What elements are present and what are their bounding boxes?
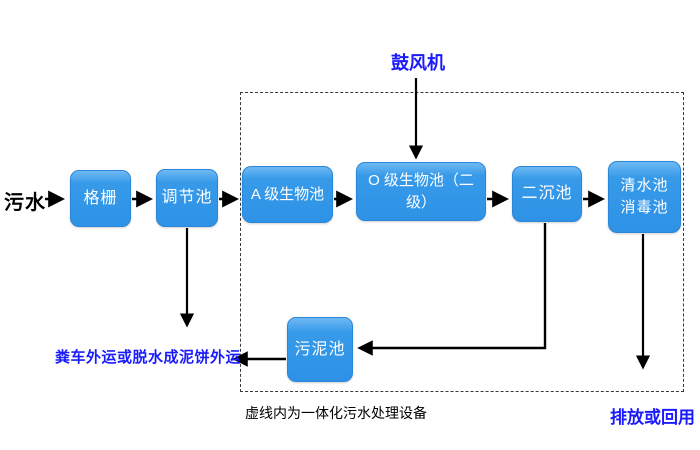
node-secondary-sedimentation-tank: 二沉池 xyxy=(512,166,582,222)
sludge-outhaul-label: 粪车外运或脱水成泥饼外运 xyxy=(55,349,242,366)
node-o-grade-bio-tank: O 级生物池（二级） xyxy=(356,162,486,221)
equipment-dashed-boundary xyxy=(240,92,684,392)
node-disinfection-tank-label: 消毒池 xyxy=(620,199,669,216)
node-secondary-sedimentation-tank-label: 二沉池 xyxy=(521,185,573,203)
node-regulating-tank: 调节池 xyxy=(156,169,218,227)
node-regulating-tank-label: 调节池 xyxy=(161,189,213,207)
dashed-boundary-caption: 虚线内为一体化污水处理设备 xyxy=(245,405,427,421)
node-sludge-tank-label: 污泥池 xyxy=(294,340,346,358)
influent-label: 污水 xyxy=(4,192,46,214)
arrow-sedimentation-to-sludge xyxy=(357,223,547,356)
node-clearwater-disinfection-tank: 清水池 消毒池 xyxy=(608,161,681,233)
node-o-grade-bio-tank-label: O 级生物池（二级） xyxy=(368,171,474,211)
node-a-grade-bio-tank-label: A 级生物池 xyxy=(250,185,325,203)
discharge-label: 排放或回用 xyxy=(610,408,695,427)
node-a-grade-bio-tank: A 级生物池 xyxy=(242,166,333,223)
node-grille-label: 格栅 xyxy=(83,189,118,207)
node-clearwater-tank-label: 清水池 xyxy=(620,177,669,195)
blower-label: 鼓风机 xyxy=(391,53,445,73)
node-grille: 格栅 xyxy=(70,170,131,227)
node-sludge-tank: 污泥池 xyxy=(287,317,353,382)
